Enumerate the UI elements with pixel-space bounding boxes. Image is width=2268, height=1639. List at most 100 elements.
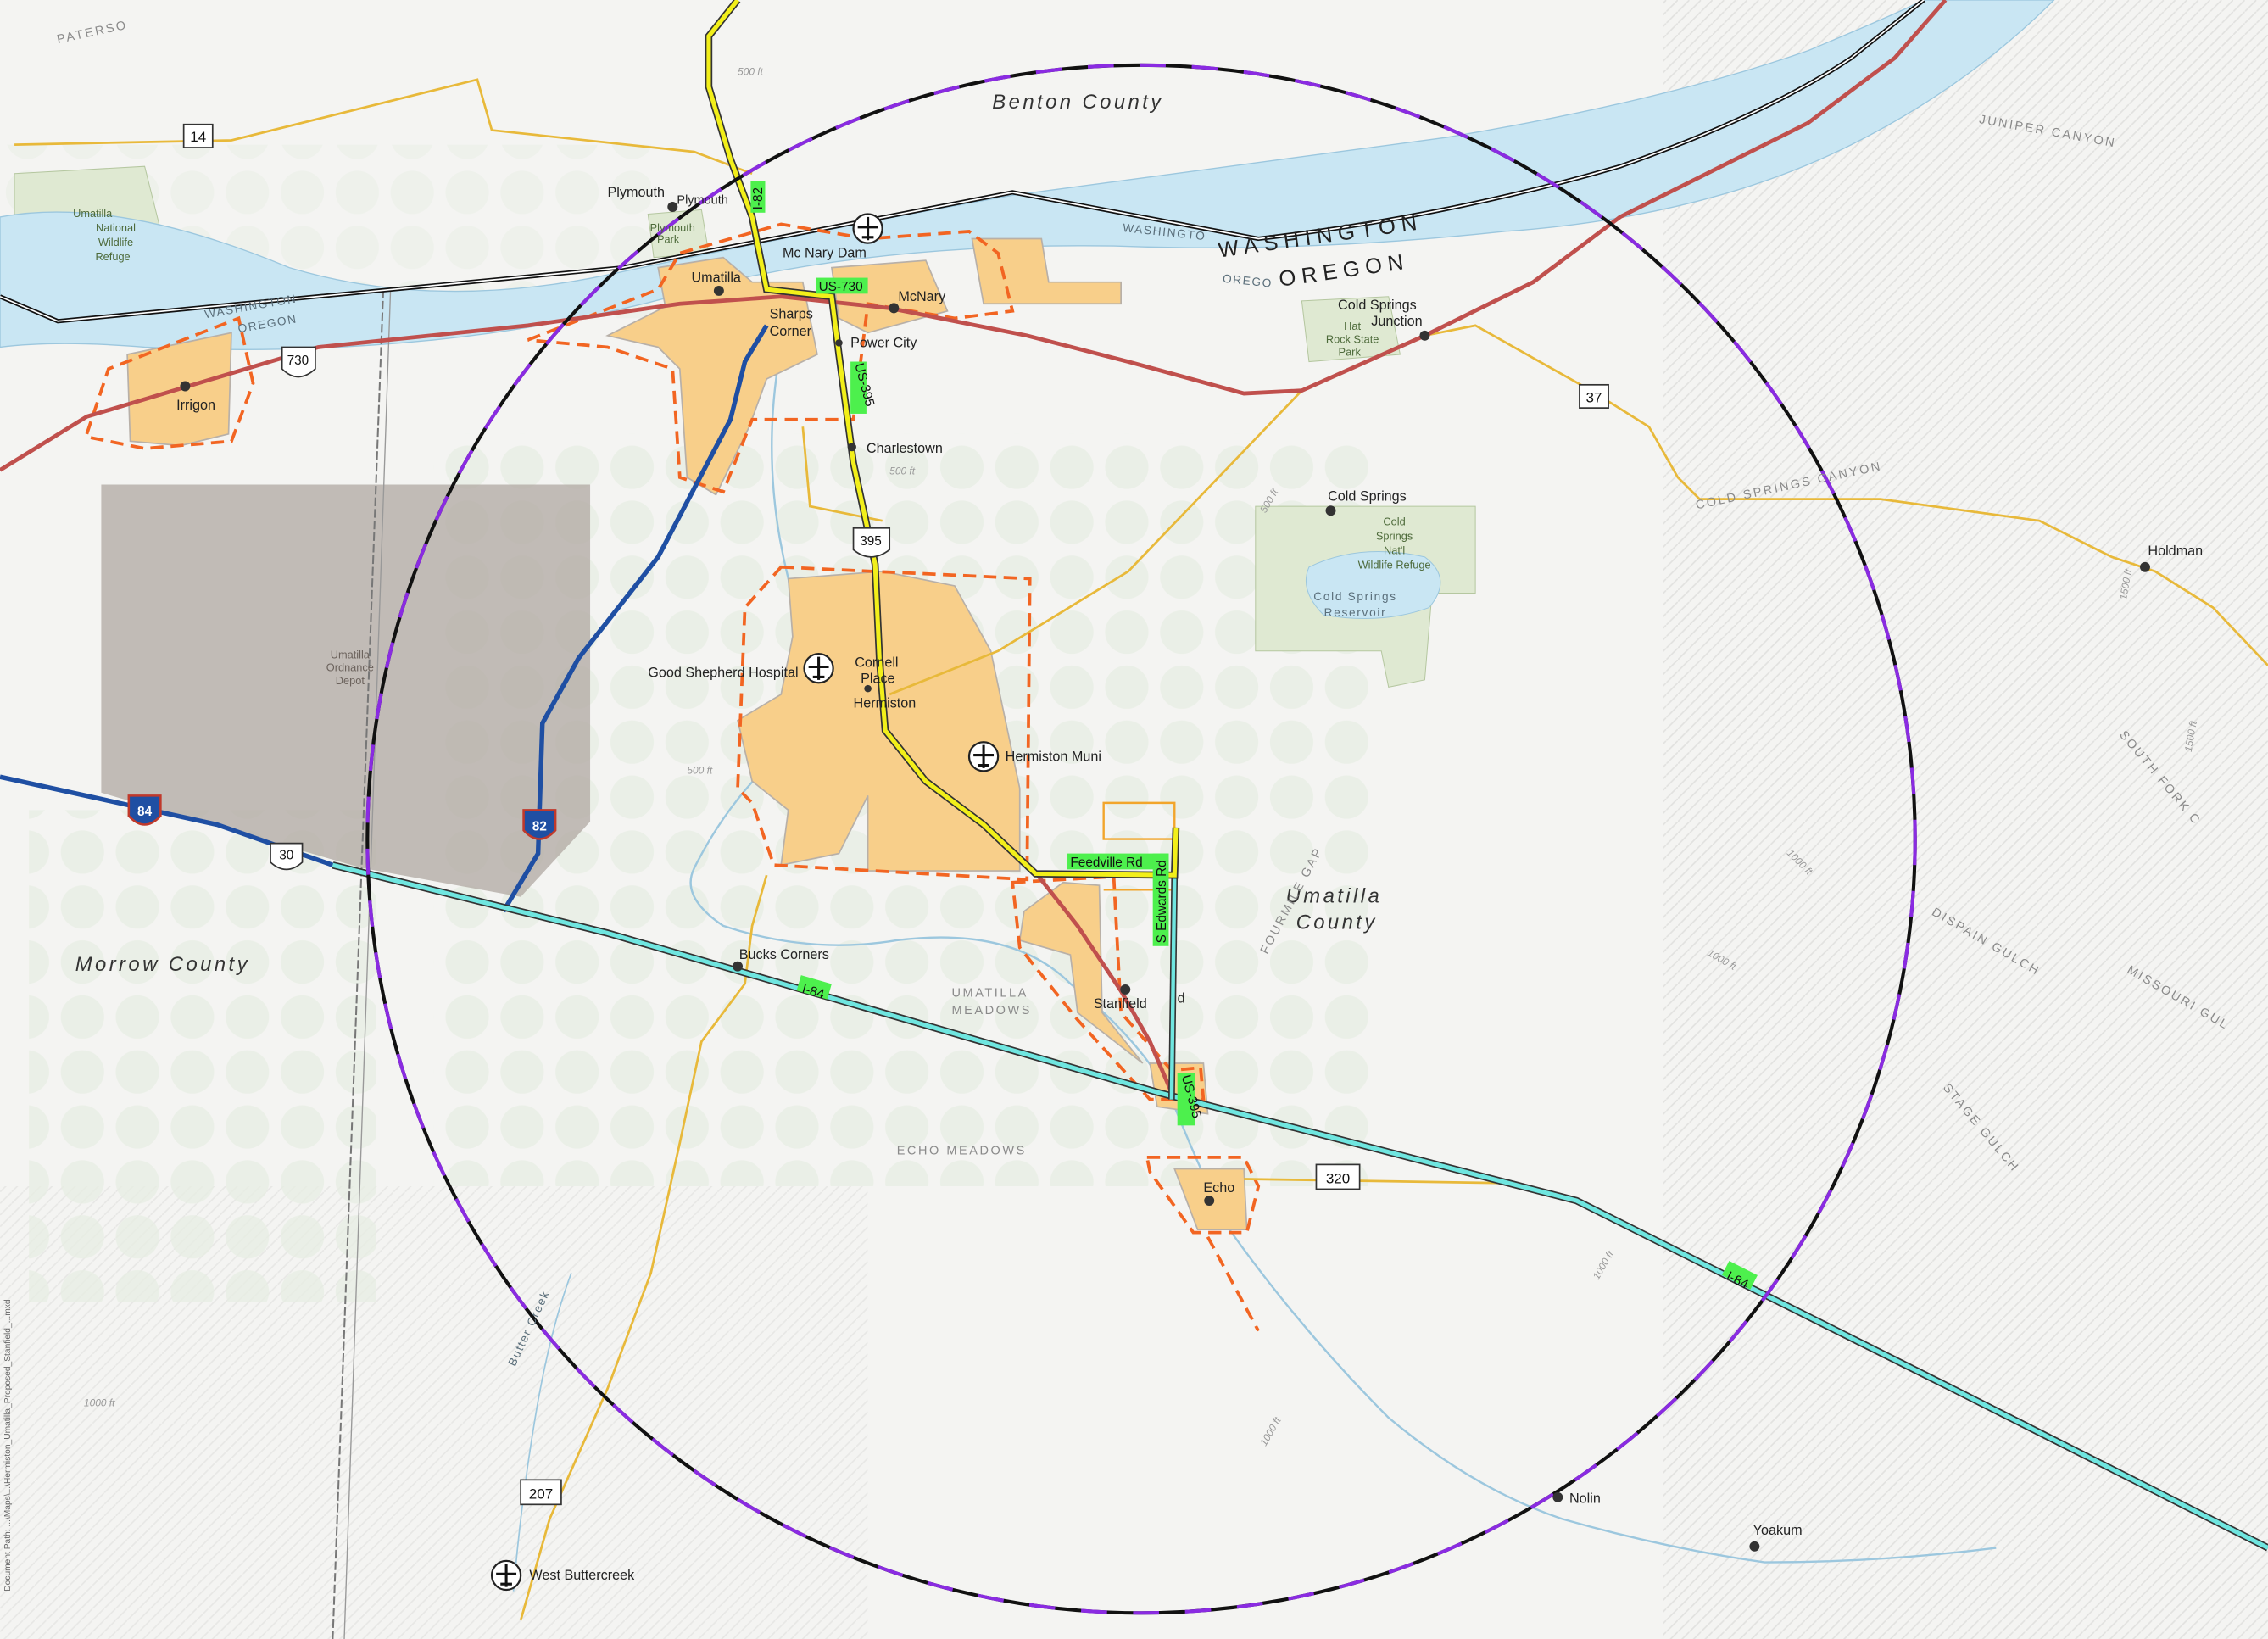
label-umatilla-depot: Umatilla Ordnance Depot [326, 648, 374, 687]
water-label-oregon-2: OREGO [1222, 272, 1273, 290]
svg-text:Reservoir: Reservoir [1324, 606, 1387, 619]
contour-label: 1500 ft [2182, 720, 2199, 753]
place-label-power-city: Power City [850, 335, 917, 350]
route-shield-320: 320 [1315, 1163, 1361, 1190]
place-label-stanfield-d: d [1178, 990, 1185, 1006]
svg-text:Hat: Hat [1344, 320, 1361, 332]
airport-icon[interactable] [967, 741, 1000, 772]
svg-text:I-82: I-82 [751, 187, 766, 209]
contour-label: 1500 ft [2117, 567, 2134, 600]
place-label-umatilla: Umatilla [691, 270, 740, 286]
place-label-hermiston: Hermiston [854, 695, 917, 711]
svg-text:US-730: US-730 [819, 280, 863, 294]
svg-text:84: 84 [137, 805, 153, 819]
route-shield-207: 207 [520, 1479, 562, 1506]
svg-text:14: 14 [190, 129, 206, 145]
irrigation-pivots-west [29, 810, 376, 1302]
place-label-echo: Echo [1203, 1180, 1234, 1196]
svg-text:I-84: I-84 [800, 982, 827, 1002]
place-label-place: Place [861, 671, 894, 686]
butter-creek-stream [512, 1273, 572, 1592]
place-label-cold-springs-junction-2: Junction [1371, 314, 1422, 329]
place-label-charlestown: Charlestown [867, 441, 943, 456]
place-label-irrigon: Irrigon [176, 398, 215, 413]
interstate-shield-82: 82 [522, 809, 557, 840]
place-label-cornell: Cornell [855, 655, 898, 671]
county-label-morrow: Morrow County [75, 953, 250, 976]
contour-label: 500 ft [738, 66, 764, 78]
road-s-edwards [1169, 875, 1177, 1100]
svg-text:30: 30 [279, 848, 293, 862]
state-boundary-inner [0, 0, 1925, 322]
airport-icon[interactable] [490, 1559, 522, 1592]
label-hat-rock: Hat Rock State Park [1326, 320, 1379, 359]
svg-text:Cold: Cold [1383, 515, 1405, 527]
svg-text:Plymouth: Plymouth [650, 221, 695, 234]
road-label-i84-a: I-84 [796, 975, 832, 1002]
place-label-mcnary: McNary [898, 289, 946, 304]
hat-rock-park-area [1301, 296, 1401, 363]
label-cold-springs-refuge: Cold Springs Nat'l Wildlife Refuge [1358, 515, 1431, 571]
svg-text:Wildlife: Wildlife [98, 236, 133, 248]
county-label-umatilla: Umatilla [1286, 885, 1383, 908]
highway-i84 [332, 862, 2268, 1550]
route-shield-37: 37 [1579, 383, 1609, 409]
place-label-yoakum: Yoakum [1753, 1523, 1803, 1538]
place-label-holdman: Holdman [2148, 544, 2203, 559]
growth-boundaries [85, 222, 1261, 1332]
us-shield-395: 395 [852, 527, 891, 558]
place-label-stanfield: Stanfield [1094, 996, 1147, 1012]
road-label-us730: US-730 [816, 277, 868, 294]
svg-text:37: 37 [1586, 389, 1602, 405]
us-shield-730: 730 [281, 346, 316, 378]
highway-us730 [0, 0, 1948, 472]
place-label-sharps: Sharps [770, 306, 813, 321]
place-label-bucks-corners: Bucks Corners [739, 947, 829, 962]
place-label-plymouth-2: Plymouth [677, 194, 727, 208]
airport-icon[interactable] [803, 653, 834, 684]
highway-us395 [706, 0, 1179, 878]
airport-icon[interactable] [852, 213, 883, 244]
place-label-hermiston-muni: Hermiston Muni [1006, 749, 1101, 764]
svg-text:Umatilla: Umatilla [331, 648, 371, 661]
contour-label: 500 ft [687, 765, 713, 777]
terrain-label-echo-meadows: ECHO MEADOWS [897, 1144, 1027, 1157]
svg-text:Depot: Depot [336, 674, 365, 687]
place-label-mcnary-dam: Mc Nary Dam [783, 246, 867, 261]
place-label-corner: Corner [770, 324, 812, 339]
contour-label: 500 ft [889, 465, 916, 477]
place-dots [180, 201, 2150, 1552]
svg-text:Rock State: Rock State [1326, 332, 1379, 345]
place-label-cold-springs-junction: Cold Springs [1338, 298, 1417, 313]
svg-text:395: 395 [860, 534, 882, 549]
us-shield-30: 30 [270, 842, 304, 871]
label-plymouth-park: Plymouth Park [650, 221, 695, 246]
svg-text:Springs: Springs [1376, 529, 1413, 542]
route-shield-14: 14 [182, 123, 214, 148]
svg-text:Wildlife Refuge: Wildlife Refuge [1358, 558, 1431, 571]
svg-text:207: 207 [529, 1486, 553, 1502]
terrain-label-umatilla-meadows-2: MEADOWS [952, 1004, 1032, 1017]
place-label-good-shepherd: Good Shepherd Hospital [648, 665, 798, 680]
county-label-umatilla-2: County [1296, 911, 1378, 934]
svg-text:Ordnance: Ordnance [326, 661, 374, 674]
radius-circle [365, 63, 1917, 1615]
terrain-texture [1663, 0, 2268, 1639]
place-label-plymouth: Plymouth [608, 185, 665, 200]
place-label-west-buttercreek: West Buttercreek [529, 1568, 635, 1583]
svg-text:National: National [96, 221, 136, 234]
road-label-s-edwards: S Edwards Rd [1152, 853, 1169, 946]
label-cold-springs-reservoir: Cold Springs Reservoir [1313, 590, 1396, 619]
svg-text:Cold Springs: Cold Springs [1313, 590, 1396, 603]
interstate-shield-84: 84 [127, 794, 162, 826]
svg-text:82: 82 [532, 819, 547, 833]
svg-text:730: 730 [287, 354, 309, 368]
document-path-text: Document Path: ...\Maps\...\Hermiston_Um… [3, 1299, 13, 1592]
umatilla-depot-area [101, 484, 591, 897]
cold-springs-reservoir [1306, 551, 1441, 619]
railroad-line [332, 289, 385, 1639]
railroad-line-2 [343, 289, 392, 1639]
svg-text:Umatilla: Umatilla [73, 207, 113, 220]
contour-label: 1000 ft [84, 1396, 115, 1408]
